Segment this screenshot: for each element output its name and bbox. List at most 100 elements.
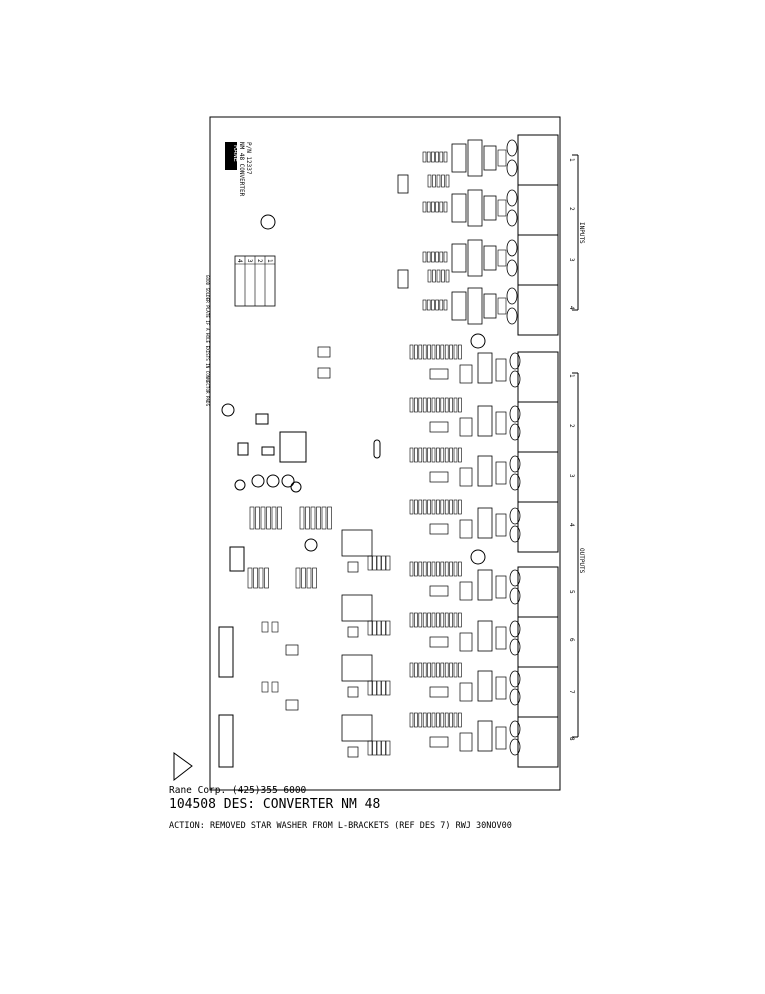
ic <box>495 676 507 700</box>
resistor <box>436 447 440 463</box>
capacitor <box>506 209 518 227</box>
resistor <box>409 612 414 628</box>
resistor <box>444 344 449 360</box>
resistor <box>266 506 271 530</box>
capacitor <box>509 688 521 706</box>
transformer <box>477 507 493 539</box>
company-line: Rane Corp. (425)355-6000 <box>169 785 307 796</box>
ic <box>347 686 359 698</box>
resistor <box>422 201 427 213</box>
capacitor <box>509 423 521 441</box>
resistor <box>497 199 507 217</box>
ic <box>429 523 449 535</box>
resistor <box>432 269 436 283</box>
resistor <box>431 299 435 311</box>
resistor <box>436 344 440 360</box>
transformer <box>477 352 493 384</box>
op-amp-ic <box>451 193 467 223</box>
ic <box>495 726 507 750</box>
resistor <box>426 299 431 311</box>
capacitor <box>509 720 521 738</box>
transformer <box>467 239 483 277</box>
resistor <box>439 201 444 213</box>
resistor <box>422 612 427 628</box>
ic <box>459 632 473 652</box>
resistor <box>449 662 453 678</box>
converter-ic <box>341 714 373 742</box>
resistor <box>414 662 418 678</box>
resistor <box>255 506 260 530</box>
ic <box>397 269 409 289</box>
resistor <box>440 712 445 728</box>
resistor <box>443 299 448 311</box>
capacitor <box>509 738 521 756</box>
resistor <box>440 447 445 463</box>
resistor <box>301 567 306 589</box>
resistor <box>436 561 440 577</box>
resistor <box>310 506 316 530</box>
resistor <box>497 297 507 315</box>
resistor <box>440 662 445 678</box>
output-channel-3: 3 <box>568 474 575 478</box>
channel-brackets <box>572 154 579 738</box>
resistor <box>431 151 435 163</box>
ic <box>459 417 473 437</box>
capacitor <box>509 620 521 638</box>
mounting-hole <box>260 214 276 230</box>
resistor <box>409 397 414 413</box>
resistor <box>422 561 427 577</box>
resistor <box>458 712 462 728</box>
resistor <box>422 251 427 263</box>
ic <box>285 644 299 656</box>
ic <box>459 467 473 487</box>
resistor <box>381 555 386 571</box>
capacitor <box>506 307 518 325</box>
resistor <box>431 612 436 628</box>
resistor <box>431 499 436 515</box>
revision-table: 4 3 2 1 <box>234 255 276 307</box>
resistor <box>427 447 431 463</box>
resistor <box>299 506 305 530</box>
resistor <box>367 740 373 756</box>
ic <box>317 346 331 358</box>
resistor <box>306 567 312 589</box>
resistor <box>436 174 441 188</box>
ic <box>429 421 449 433</box>
output-channel-4: 4 <box>568 523 575 527</box>
resistor <box>414 397 418 413</box>
ic <box>347 561 359 573</box>
transformer <box>467 139 483 177</box>
ic <box>483 145 497 171</box>
resistor <box>444 447 449 463</box>
capacitor <box>506 287 518 305</box>
ic <box>495 411 507 435</box>
capacitor <box>509 455 521 473</box>
resistor <box>449 344 453 360</box>
resistor <box>381 620 386 636</box>
ic <box>397 174 409 194</box>
capacitor <box>509 670 521 688</box>
input-channel-2: 2 <box>568 207 575 211</box>
resistor <box>381 740 386 756</box>
capacitor <box>509 525 521 543</box>
ic <box>483 245 497 271</box>
resistor <box>453 344 458 360</box>
resistor <box>418 712 423 728</box>
resistor <box>385 680 391 696</box>
op-amp-ic <box>451 243 467 273</box>
transformer <box>467 287 483 325</box>
resistor <box>453 662 458 678</box>
resistor <box>453 447 458 463</box>
output-channel-2: 2 <box>568 424 575 428</box>
ic <box>459 581 473 601</box>
capacitor <box>506 259 518 277</box>
input-channel-1: 1 <box>568 158 575 162</box>
output-channel-8: 8 <box>568 737 575 741</box>
resistor <box>376 740 382 756</box>
resistor <box>444 397 449 413</box>
input-connectors <box>517 134 559 336</box>
transformer <box>477 670 493 702</box>
resistor <box>439 251 444 263</box>
resistor <box>458 612 462 628</box>
output-channel-1: 1 <box>568 374 575 378</box>
